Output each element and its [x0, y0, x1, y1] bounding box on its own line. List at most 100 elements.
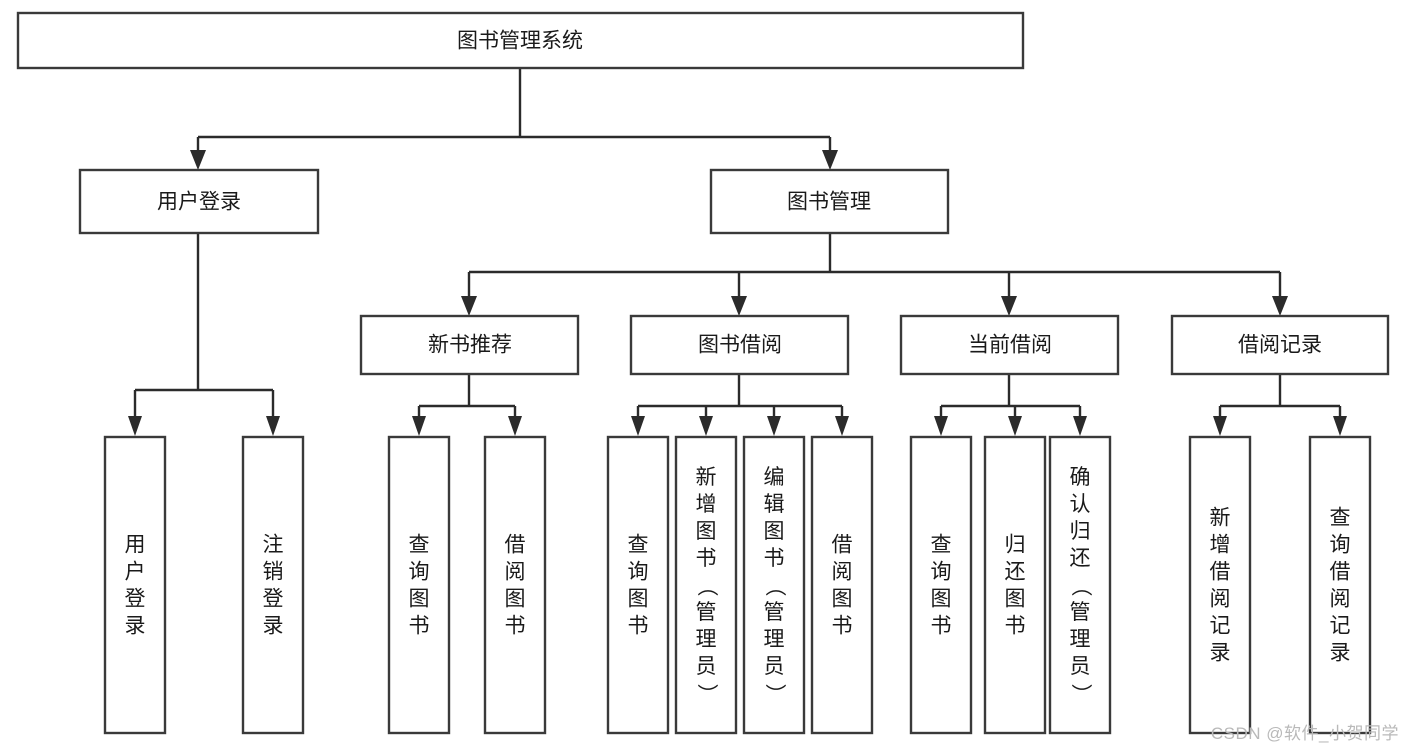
vertical-glyph: 新	[696, 466, 717, 489]
node-current-borrow[interactable]: 当前借阅	[899, 314, 1120, 376]
node-borrow-record-box	[1170, 314, 1390, 376]
vertical-glyph: 书	[832, 615, 853, 638]
vertical-glyph: 注	[263, 534, 284, 557]
leaf-node-add-book-admin-box	[674, 435, 738, 735]
node-root-label: 图书管理系统	[457, 30, 583, 53]
arrow-head-leaf-add-book	[699, 416, 713, 436]
node-book-management-box	[709, 168, 950, 235]
vertical-glyph: 图	[1005, 588, 1026, 611]
leaf-node-query-book-borrow-box	[606, 435, 670, 735]
vertical-glyph: 借	[505, 534, 526, 557]
arrow-head-to-book-borrow	[731, 296, 747, 316]
vertical-glyph: 阅	[832, 561, 853, 584]
leaf-node-user-login[interactable]: 用户登录	[103, 435, 167, 735]
vertical-glyph: 图	[832, 588, 853, 611]
vertical-glyph: 图	[628, 588, 649, 611]
arrow-head-leaf-edit-book	[767, 416, 781, 436]
arrow-head-leaf-logout	[266, 416, 280, 436]
node-book-borrow-label: 图书借阅	[698, 334, 782, 357]
vertical-glyph: 员	[1070, 655, 1091, 678]
vertical-glyph: ）	[1069, 684, 1092, 705]
vertical-glyph: 阅	[505, 561, 526, 584]
connector-current-borrow-bus	[939, 374, 1082, 424]
leaf-node-return-book-box	[983, 435, 1047, 735]
vertical-glyph: 图	[505, 588, 526, 611]
node-current-borrow-box	[899, 314, 1120, 376]
vertical-glyph: 查	[931, 534, 952, 557]
node-new-book-recommend[interactable]: 新书推荐	[359, 314, 580, 376]
vertical-glyph: 询	[1330, 534, 1351, 557]
vertical-glyph: 理	[1070, 628, 1091, 651]
vertical-glyph: 录	[125, 615, 146, 638]
vertical-glyph: 阅	[1210, 588, 1231, 611]
vertical-glyph: 还	[1070, 547, 1091, 570]
vertical-glyph: 归	[1005, 534, 1026, 557]
vertical-glyph: 询	[931, 561, 952, 584]
connector-borrow-record-bus	[1218, 374, 1342, 424]
vertical-glyph: 查	[409, 534, 430, 557]
node-book-borrow[interactable]: 图书借阅	[629, 314, 850, 376]
node-user-login[interactable]: 用户登录	[78, 168, 320, 235]
vertical-glyph: 书	[764, 547, 785, 570]
node-book-management[interactable]: 图书管理	[709, 168, 950, 235]
vertical-glyph: 书	[931, 615, 952, 638]
leaf-node-logout-box	[241, 435, 305, 735]
leaf-node-user-login-label: 用户登录	[125, 534, 146, 638]
node-book-borrow-box	[629, 314, 850, 376]
vertical-glyph: 销	[263, 561, 284, 584]
leaf-node-query-book-current-box	[909, 435, 973, 735]
vertical-glyph: 认	[1070, 493, 1091, 516]
vertical-glyph: 录	[1210, 642, 1231, 665]
node-current-borrow-label: 当前借阅	[968, 334, 1052, 357]
vertical-glyph: 书	[505, 615, 526, 638]
vertical-glyph: ）	[763, 684, 786, 705]
vertical-glyph: 借	[1210, 561, 1231, 584]
arrow-head-to-new-book-recommend	[461, 296, 477, 316]
vertical-glyph: 图	[696, 520, 717, 543]
leaf-node-add-borrow-record-box	[1188, 435, 1252, 735]
vertical-glyph: 录	[263, 615, 284, 638]
arrow-head-to-borrow-record	[1272, 296, 1288, 316]
leaf-node-edit-book-admin-box	[742, 435, 806, 735]
vertical-glyph: 新	[1210, 507, 1231, 530]
arrow-head-leaf-confirm-return	[1073, 416, 1087, 436]
vertical-glyph: 书	[696, 547, 717, 570]
node-borrow-record[interactable]: 借阅记录	[1170, 314, 1390, 376]
arrow-head-leaf-query-borrow-record	[1333, 416, 1347, 436]
node-root-box	[16, 11, 1025, 70]
vertical-glyph: 户	[125, 561, 146, 584]
vertical-glyph: 图	[931, 588, 952, 611]
vertical-glyph: 员	[764, 655, 785, 678]
vertical-glyph: 录	[1330, 642, 1351, 665]
node-user-login-box	[78, 168, 320, 235]
arrow-head-leaf-query-book-3	[934, 416, 948, 436]
vertical-glyph: 管	[1070, 601, 1091, 624]
vertical-glyph: 还	[1005, 561, 1026, 584]
vertical-glyph: 登	[125, 588, 146, 611]
node-borrow-record-label: 借阅记录	[1238, 334, 1322, 357]
vertical-glyph: 归	[1070, 520, 1091, 543]
node-root-book-management-system[interactable]: 图书管理系统	[16, 11, 1025, 70]
vertical-glyph: 辑	[764, 493, 785, 516]
arrow-head-leaf-query-book-1	[412, 416, 426, 436]
